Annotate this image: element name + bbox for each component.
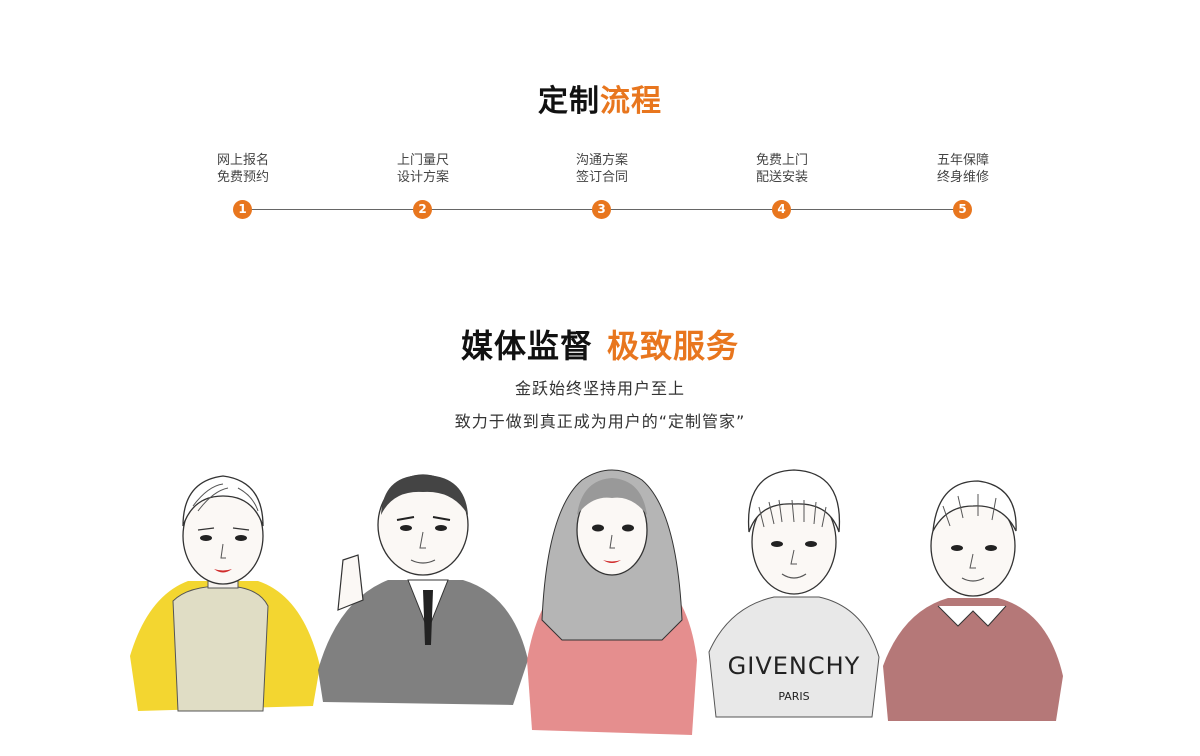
service-title-accent: 极致服务 [607, 327, 740, 365]
step-label: 免费上门 配送安装 [712, 152, 852, 186]
step-label: 五年保障 终身维修 [893, 152, 1033, 186]
step-label: 上门量尺 设计方案 [353, 152, 493, 186]
service-subtitle-2: 致力于做到真正成为用户的“定制管家” [454, 412, 746, 431]
step-label-line1: 五年保障 [936, 153, 989, 168]
step-label: 网上报名 免费预约 [173, 152, 313, 186]
process-title-dark: 定制 [538, 84, 600, 119]
process-title: 定制流程 [0, 82, 1200, 122]
portrait-boy-givenchy-shirt: GIVENCHY PARIS [704, 462, 884, 722]
portrait-man-maroon-sweater [878, 476, 1068, 726]
portrait-girl-red-sweater [522, 460, 702, 740]
service-title: 媒体监督极致服务 [0, 325, 1200, 367]
portrait-man-suit [313, 470, 533, 710]
step-label-line2: 签订合同 [575, 170, 628, 185]
step-label-line2: 免费预约 [216, 170, 269, 185]
step-label-line1: 网上报名 [216, 153, 269, 168]
portrait-woman-yellow-jacket [128, 466, 323, 716]
step-label-line2: 配送安装 [755, 170, 808, 185]
step-number-badge: 3 [592, 200, 611, 219]
step-label: 沟通方案 签订合同 [532, 152, 672, 186]
shirt-brand-text: GIVENCHY [728, 652, 861, 680]
step-number-badge: 4 [772, 200, 791, 219]
shirt-brand-subtext: PARIS [778, 690, 809, 703]
step-number-badge: 2 [413, 200, 432, 219]
step-label-line1: 免费上门 [755, 153, 808, 168]
step-number-badge: 5 [953, 200, 972, 219]
process-title-accent: 流程 [600, 84, 662, 119]
service-subtitle-1: 金跃始终坚持用户至上 [514, 379, 685, 398]
step-number-badge: 1 [233, 200, 252, 219]
step-label-line2: 终身维修 [936, 170, 989, 185]
step-label-line1: 沟通方案 [575, 153, 628, 168]
step-label-line2: 设计方案 [396, 170, 449, 185]
step-label-line1: 上门量尺 [396, 153, 449, 168]
service-title-dark: 媒体监督 [460, 327, 593, 365]
